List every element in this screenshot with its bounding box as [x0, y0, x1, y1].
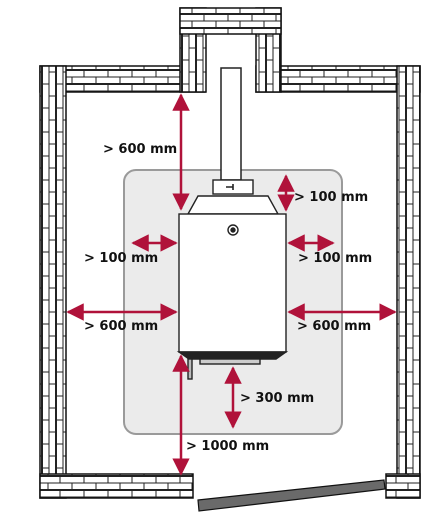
room-walls: [39, 7, 421, 499]
bottom-wall-right: [385, 473, 421, 499]
clearance-arrows: [66, 93, 397, 476]
heater-base: [176, 351, 289, 360]
door: [197, 479, 386, 512]
label-flue-clearance: > 100 mm: [294, 190, 368, 205]
label-front: > 1000 mm: [186, 439, 269, 454]
drain-valve: [187, 358, 193, 380]
label-top-clearance: > 600 mm: [103, 142, 177, 157]
heater-top: [186, 195, 280, 215]
burner: [199, 358, 261, 365]
heater-body: [178, 213, 287, 353]
label-right-side: > 100 mm: [298, 251, 372, 266]
water-heater: [176, 179, 289, 380]
top-wall-right: [255, 65, 421, 93]
label-below: > 300 mm: [240, 391, 314, 406]
chimney-cap: [179, 7, 282, 35]
label-left-side: > 100 mm: [84, 251, 158, 266]
bottom-wall-left: [39, 473, 194, 499]
flue-pipe: [220, 67, 242, 181]
label-right-wall: > 600 mm: [297, 319, 371, 334]
left-wall: [39, 65, 67, 499]
label-left-wall: > 600 mm: [84, 319, 158, 334]
clearance-labels: > 600 mm > 100 mm > 100 mm > 100 mm > 60…: [84, 142, 372, 454]
right-wall: [396, 65, 421, 499]
